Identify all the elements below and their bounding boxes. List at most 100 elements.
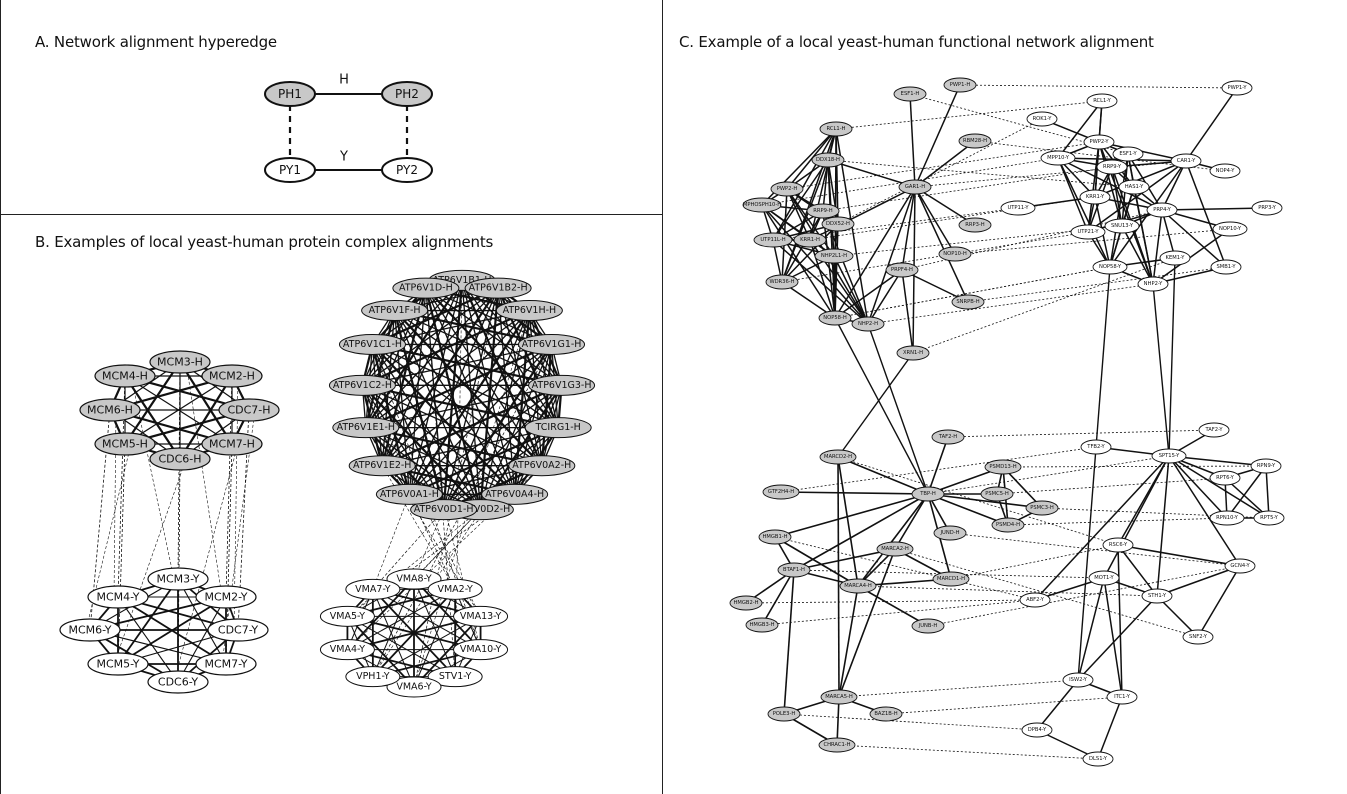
- node-label: SNU13-Y: [1111, 223, 1134, 229]
- node-shape: [495, 300, 563, 322]
- node-label: ATP6V1G1-H: [522, 339, 582, 350]
- interaction-edge: [1161, 209, 1176, 259]
- node-itc1-y: ITC1-Y: [1106, 689, 1138, 705]
- node-label: VMA2-Y: [437, 584, 473, 595]
- node-psmd4-h: PSMD4-H: [991, 517, 1025, 533]
- interaction-edge: [1103, 455, 1170, 579]
- node-label: PRP3-Y: [1258, 205, 1276, 211]
- node-shape: [1209, 470, 1241, 486]
- node-shape: [818, 310, 852, 326]
- alignment-edge: [745, 599, 1036, 604]
- node-vma2-y: VMA2-Y: [427, 578, 483, 600]
- node-rrp3-h: RRP3-H: [958, 217, 992, 233]
- node-pwp1-h: PWP1-H: [943, 77, 977, 93]
- node-label: SNF2-Y: [1189, 634, 1208, 640]
- interaction-edge: [822, 159, 829, 212]
- interaction-edge: [834, 317, 929, 495]
- node-dpb4-y: DPB4-Y: [1021, 722, 1053, 738]
- node-label: MCM5-Y: [96, 658, 139, 671]
- node-pole3-h: POLE3-H: [767, 706, 801, 722]
- node-mot1-y: MOT1-Y: [1088, 570, 1120, 586]
- node-shape: [1086, 93, 1118, 109]
- edge-label-h: H: [339, 73, 349, 88]
- node-atp6v0a2-h: ATP6V0A2-H: [508, 455, 576, 477]
- alignment-edge: [947, 429, 1215, 438]
- node-label: HAS1-Y: [1125, 184, 1144, 190]
- node-shape: [839, 578, 877, 594]
- interaction-edge: [361, 385, 410, 495]
- panel-a-title: A. Network alignment hyperedge: [35, 33, 277, 51]
- node-dls1-y: DLS1-Y: [1082, 751, 1114, 767]
- node-shape: [1209, 510, 1245, 526]
- node-shape: [980, 486, 1014, 502]
- node-vma5-y: VMA5-Y: [319, 605, 375, 627]
- node-shape: [147, 670, 209, 694]
- node-shape: [264, 81, 316, 107]
- node-shape: [819, 121, 853, 137]
- node-shape: [94, 364, 156, 388]
- node-shape: [1080, 439, 1112, 455]
- node-label: MPP10-Y: [1047, 155, 1070, 161]
- node-shape: [1212, 221, 1248, 237]
- node-cdc6-h: CDC6-H: [149, 447, 211, 471]
- node-label: VMA7-Y: [355, 584, 391, 595]
- node-atp6v1g1-h: ATP6V1G1-H: [518, 333, 586, 355]
- node-mcm5-y: MCM5-Y: [87, 652, 149, 676]
- node-shape: [332, 417, 400, 439]
- node-label: TFB2-Y: [1086, 444, 1105, 450]
- alignment-edge: [835, 100, 1103, 130]
- interaction-edge: [372, 588, 456, 678]
- interaction-edge: [362, 384, 559, 429]
- interaction-edge: [914, 84, 961, 188]
- interaction-edge: [408, 309, 531, 495]
- node-label: RPN9-Y: [1257, 463, 1276, 469]
- node-label: PY2: [396, 163, 418, 177]
- interaction-edge: [793, 493, 929, 571]
- node-ph2: PH2: [381, 81, 433, 107]
- node-shape: [767, 706, 801, 722]
- interaction-edge: [1156, 565, 1241, 597]
- node-gcn4-y: GCN4-Y: [1224, 558, 1256, 574]
- node-pwp2-y: PWP2-Y: [1083, 134, 1115, 150]
- node-shape: [1170, 153, 1202, 169]
- node-label: ATP6V1B2-H: [469, 283, 528, 294]
- node-label: KEM1-Y: [1166, 255, 1186, 261]
- alignment-edge: [914, 160, 1187, 188]
- interaction-edge: [901, 269, 914, 354]
- interaction-edge: [1103, 577, 1123, 698]
- interaction-edge: [1057, 157, 1111, 268]
- interaction-edge: [761, 204, 836, 319]
- node-marca2-h: MARCA2-H: [876, 541, 914, 557]
- node-label: MCM7-Y: [204, 658, 247, 671]
- node-marcd2-h: MARCD2-H: [819, 449, 857, 465]
- interaction-edge: [365, 427, 481, 511]
- node-mcm4-y: MCM4-Y: [87, 585, 149, 609]
- node-gtf2h4-h: GTF2H4-H: [762, 484, 800, 500]
- interaction-edge: [424, 287, 482, 510]
- node-shape: [765, 274, 799, 290]
- node-junb-h: JUNB-H: [911, 618, 945, 634]
- node-label: PRP4-Y: [1153, 207, 1171, 213]
- node-shape: [896, 345, 930, 361]
- interaction-edge: [1152, 209, 1163, 285]
- node-shape: [811, 152, 845, 168]
- node-label: RRP3-H: [965, 222, 985, 228]
- node-label: MCM5-H: [102, 438, 148, 451]
- interaction-edge: [1057, 100, 1103, 159]
- node-label: DDX18-H: [816, 157, 840, 163]
- interaction-edge: [1185, 87, 1238, 162]
- node-label: XRN1-H: [903, 350, 923, 356]
- node-label: ATP6V0D2-H: [450, 504, 510, 515]
- interaction-edge: [1117, 544, 1158, 597]
- node-shape: [958, 133, 992, 149]
- node-label: PSMD13-H: [989, 464, 1016, 470]
- interaction-edge: [837, 456, 840, 698]
- panel-a-b-divider: [0, 214, 662, 215]
- panel-b-title: B. Examples of local yeast-human protein…: [35, 233, 494, 251]
- interaction-edge: [838, 548, 896, 698]
- node-label: VPH1-Y: [356, 671, 390, 682]
- node-hmgb3-h: HMGB3-H: [745, 617, 779, 633]
- node-label: NOP4-Y: [1216, 168, 1236, 174]
- node-utp21-y: UTP21-Y: [1070, 224, 1106, 240]
- alignment-edge: [827, 159, 1135, 188]
